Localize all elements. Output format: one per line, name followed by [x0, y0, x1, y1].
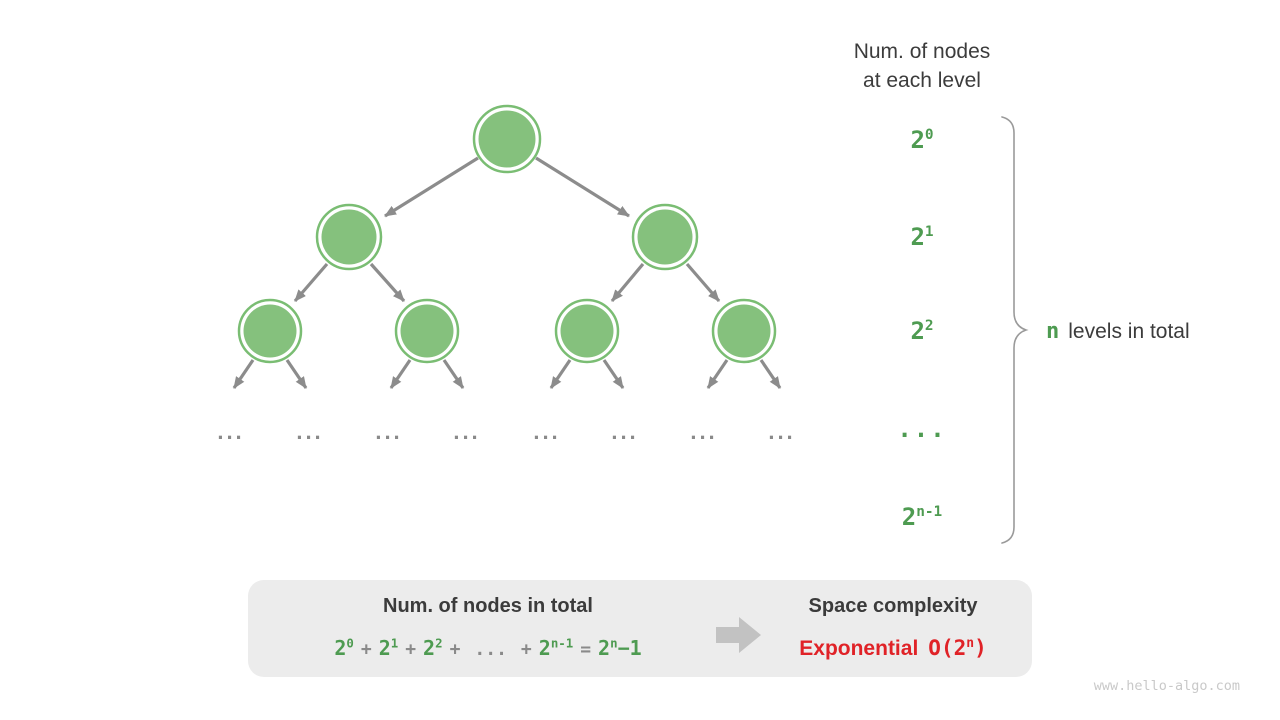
- brace-icon: [1001, 116, 1029, 544]
- tree-node: [554, 298, 620, 364]
- tree-node: [631, 203, 699, 271]
- tree-edge-arrows: [232, 156, 782, 389]
- level-count-2^0: 20: [872, 125, 972, 155]
- edge-arrow-icon: [389, 359, 412, 389]
- formula-term: 22: [423, 635, 443, 660]
- edge-arrow-icon: [285, 359, 308, 389]
- right-column-header: Num. of nodes at each level: [853, 40, 991, 92]
- level-count-base: 2: [901, 503, 917, 531]
- tree-node-root: [472, 104, 542, 174]
- level-count-exponent: n-1: [916, 504, 943, 520]
- watermark: www.hello-algo.com: [1093, 678, 1240, 694]
- level-count-exponent: 2: [924, 318, 934, 334]
- plus-operator: +: [405, 639, 417, 660]
- level-count-exponent: 0: [924, 127, 934, 143]
- formula-term: 21: [378, 635, 399, 660]
- tree-ellipsis: ...: [217, 419, 245, 444]
- level-count-base: 2: [910, 317, 925, 345]
- edge-arrow-icon: [706, 359, 729, 389]
- level-count-exponent: 1: [924, 224, 934, 240]
- edge-arrow-icon: [549, 359, 572, 389]
- total-nodes-formula: 20 +21 +22 +... +2n-1 = 2n−1: [248, 634, 728, 664]
- brace-label: n levels in total: [1046, 317, 1190, 346]
- tree-ellipsis: ...: [453, 419, 481, 444]
- level-count-ellipsis: ...: [897, 415, 947, 443]
- edge-arrow-icon: [293, 262, 329, 303]
- formula-result: 2n−1: [598, 635, 642, 660]
- tree-node: [394, 298, 460, 364]
- equals-operator: =: [580, 639, 592, 660]
- tree-ellipsis: ...: [690, 419, 718, 444]
- tree-nodes: [237, 104, 777, 364]
- complexity-word: Exponential: [799, 637, 919, 660]
- complexity-value: Exponential O(2n): [768, 634, 1018, 663]
- edge-arrow-icon: [602, 359, 625, 389]
- level-count-2^2: 22: [872, 316, 972, 346]
- level-count-base: 2: [910, 223, 925, 251]
- edge-arrow-icon: [610, 262, 645, 303]
- big-o-notation: O(2n): [928, 636, 987, 660]
- edge-arrow-icon: [759, 359, 782, 389]
- brace-label-text: levels in total: [1068, 320, 1190, 343]
- tree-node: [315, 203, 383, 271]
- level-count-2^1: 21: [872, 222, 972, 252]
- summary-box: Num. of nodes in total 20 +21 +22 +... +2n-1…: [248, 580, 1032, 677]
- level-count-base: 2: [910, 126, 925, 154]
- formula-term: 2n-1: [538, 635, 574, 660]
- tree-node: [237, 298, 303, 364]
- tree-node: [711, 298, 777, 364]
- tree-ellipsis: ...: [296, 419, 324, 444]
- plus-operator: +: [449, 639, 461, 660]
- edge-arrow-icon: [535, 156, 630, 218]
- tree-ellipsis: ...: [611, 419, 639, 444]
- edge-arrow-icon: [384, 156, 479, 218]
- space-complexity-title: Space complexity: [808, 595, 978, 617]
- tree-ellipsis: ...: [533, 419, 561, 444]
- plus-operator: +: [360, 639, 372, 660]
- formula-term: 20: [334, 635, 354, 660]
- edge-arrow-icon: [232, 359, 255, 389]
- level-count-2^n-1: 2n-1: [872, 502, 972, 532]
- plus-operator: +: [520, 639, 532, 660]
- ellipsis-operator: ...: [474, 639, 507, 660]
- tree-ellipsis: ...: [768, 419, 796, 444]
- total-nodes-title: Num. of nodes in total: [383, 595, 593, 617]
- n-variable: n: [1046, 319, 1060, 344]
- edge-arrow-icon: [369, 262, 406, 303]
- edge-arrow-icon: [685, 262, 721, 303]
- right-arrow-icon: [716, 617, 761, 653]
- edge-arrow-icon: [442, 359, 465, 389]
- tree-ellipsis: ...: [375, 419, 403, 444]
